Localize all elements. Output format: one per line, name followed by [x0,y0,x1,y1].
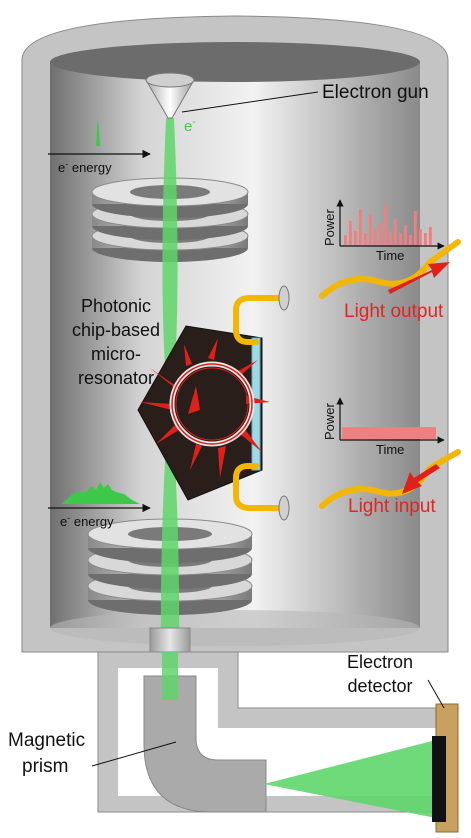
output-pulse [374,229,377,245]
output-pulse [389,231,392,245]
energy-label-bottom: e- energy [60,513,114,529]
input-power-axis-label: Power [322,402,337,440]
output-arrow [388,262,450,294]
photonic-chip [137,325,270,501]
dispersed-beam [264,740,436,818]
energy-spectrum-bottom [48,482,151,513]
output-pulse [354,231,357,245]
svg-text:prism: prism [22,756,68,777]
input-arrow [402,464,440,494]
svg-text:Magnetic: Magnetic [8,730,85,751]
resonator-label: Photonic chip-based micro- resonator [72,296,160,388]
optical-fiber-input [233,463,290,521]
output-pulse [419,229,422,245]
optical-fiber-output [233,285,290,345]
svg-text:detector: detector [347,676,412,696]
electron-gun [145,72,195,119]
output-pulse [364,233,367,245]
input-time-axis-label: Time [376,442,404,457]
output-pulse [359,209,362,245]
prism-leader [91,741,177,767]
output-pulse [429,227,432,245]
output-time-axis-label: Time [376,248,404,263]
svg-text:micro-: micro- [91,344,141,364]
output-pulse-train [344,205,432,245]
input-power-plot [336,397,445,444]
energy-label-top: e- energy [58,159,112,175]
electron-symbol: e- [184,117,196,135]
output-pulse [384,205,387,245]
beam-in-housing [162,652,178,700]
output-fiber-curve [319,239,461,299]
svg-text:Electron: Electron [347,652,413,672]
electron-gun-label: Electron gun [322,82,429,103]
light-input-label: Light input [348,496,436,517]
output-pulse [379,223,382,245]
output-pulse [344,235,347,245]
resonator-field-spikes [140,338,270,478]
output-pulse [404,225,407,245]
output-pulse [399,233,402,245]
light-output-label: Light output [344,301,444,322]
energy-spectrum-top [48,118,151,159]
detector-label: Electron detector [347,652,413,696]
output-pulse [424,233,427,245]
svg-text:chip-based: chip-based [72,320,160,340]
output-pulse [409,235,412,245]
output-pulse [394,219,397,245]
input-power-level [342,427,436,439]
electron-detector [432,703,459,833]
beam-exit-pipe [149,627,191,653]
output-power-axis-label: Power [322,208,337,246]
svg-text:Photonic: Photonic [81,296,151,316]
svg-text:resonator: resonator [78,368,154,388]
prism-label: Magnetic prism [8,730,85,777]
detector-leader [427,679,445,709]
output-pulse [349,221,352,245]
output-pulse [369,215,372,245]
output-power-plot [336,199,445,250]
output-pulse [414,211,417,245]
electron-gun-leader [181,91,319,113]
